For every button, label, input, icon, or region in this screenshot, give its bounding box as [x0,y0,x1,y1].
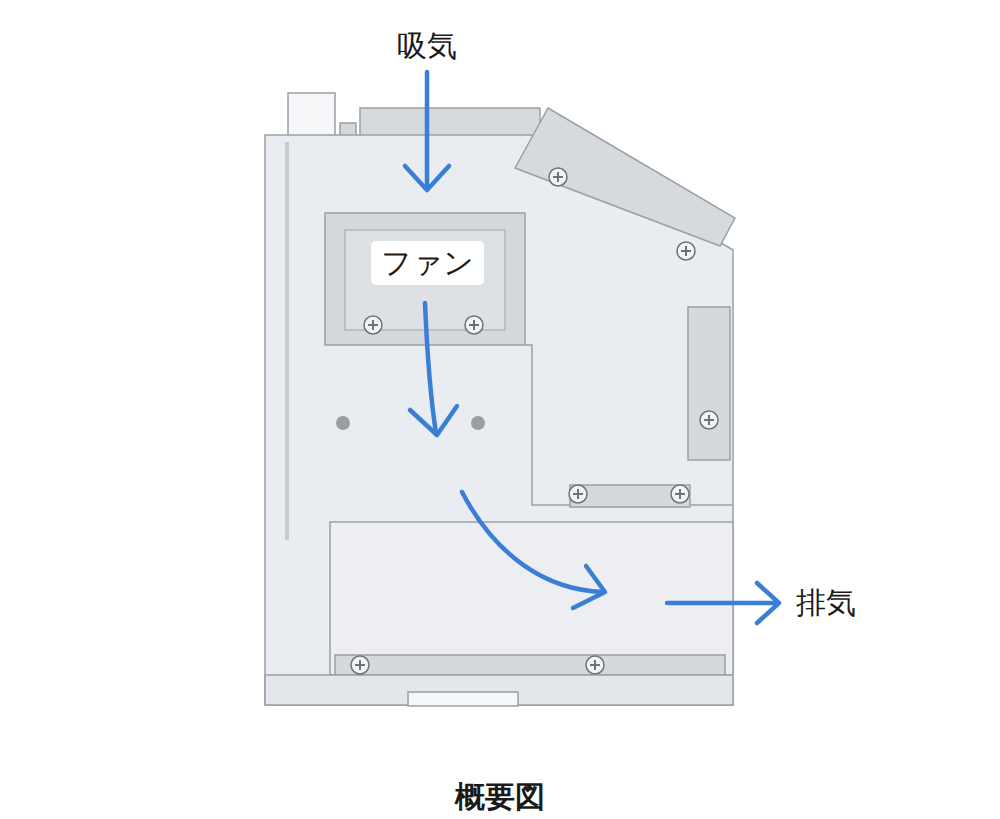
hole [471,416,485,430]
screw [677,242,695,260]
top-tab [288,93,335,137]
caption: 概要図 [455,779,545,815]
screw [351,656,369,674]
top-bar [360,108,540,137]
bottom-slot [408,692,518,706]
arrow-head [757,583,779,623]
part-name: ファン [381,245,474,281]
screw [586,656,604,674]
intake-label: 吸気 [397,28,457,64]
plate [570,485,690,507]
flow-arrow [462,492,603,592]
lower-plate [335,655,725,675]
screw [700,411,718,429]
exhaust-label: 排気 [796,585,856,621]
fan-label-box: ファン [371,241,484,285]
intake-arrow [425,72,430,188]
edge-line [285,142,289,540]
screw [671,485,689,503]
arrow-head [410,406,457,435]
fan-arrow [425,303,436,433]
exhaust-arrow [667,601,777,606]
bottom-rail [265,675,733,705]
screw [569,485,587,503]
arrow-head [573,566,605,608]
screw [549,168,567,186]
hole [336,416,350,430]
screw [465,316,483,334]
lower-region [330,522,733,675]
screw [364,316,382,334]
angled-bracket [515,108,735,246]
arrow-head [405,166,449,190]
side-panel [688,307,730,460]
